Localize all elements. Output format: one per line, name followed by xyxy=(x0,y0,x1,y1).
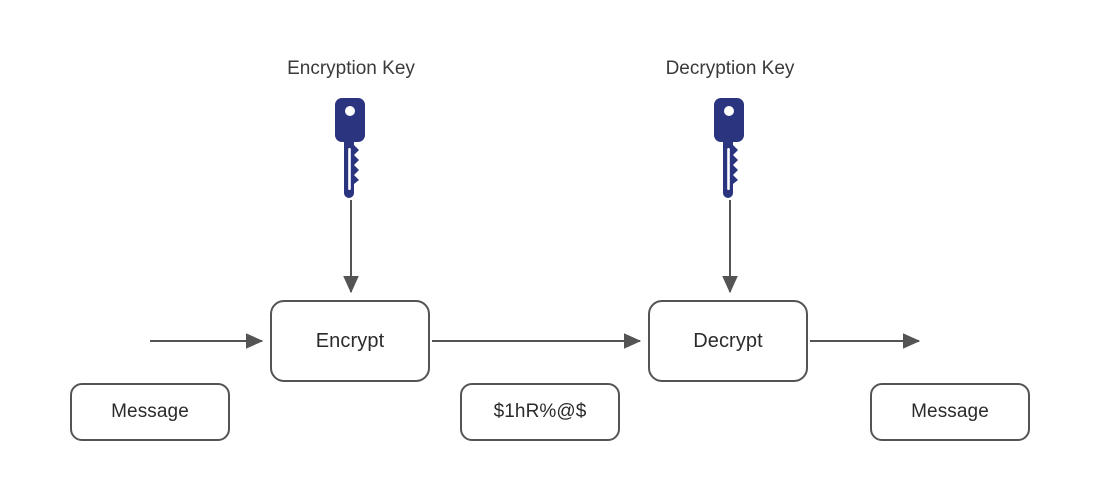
encryption-key-label: Encryption Key xyxy=(287,58,415,79)
message-output-box[interactable]: Message xyxy=(870,383,1030,441)
message-input-box[interactable]: Message xyxy=(70,383,230,441)
encryption-key-icon xyxy=(333,98,369,202)
ciphertext-box[interactable]: $1hR%@$ xyxy=(460,383,620,441)
decrypt-box[interactable]: Decrypt xyxy=(648,300,808,382)
encrypt-box[interactable]: Encrypt xyxy=(270,300,430,382)
decryption-key-label: Decryption Key xyxy=(665,58,795,79)
decryption-key-icon xyxy=(712,98,748,202)
